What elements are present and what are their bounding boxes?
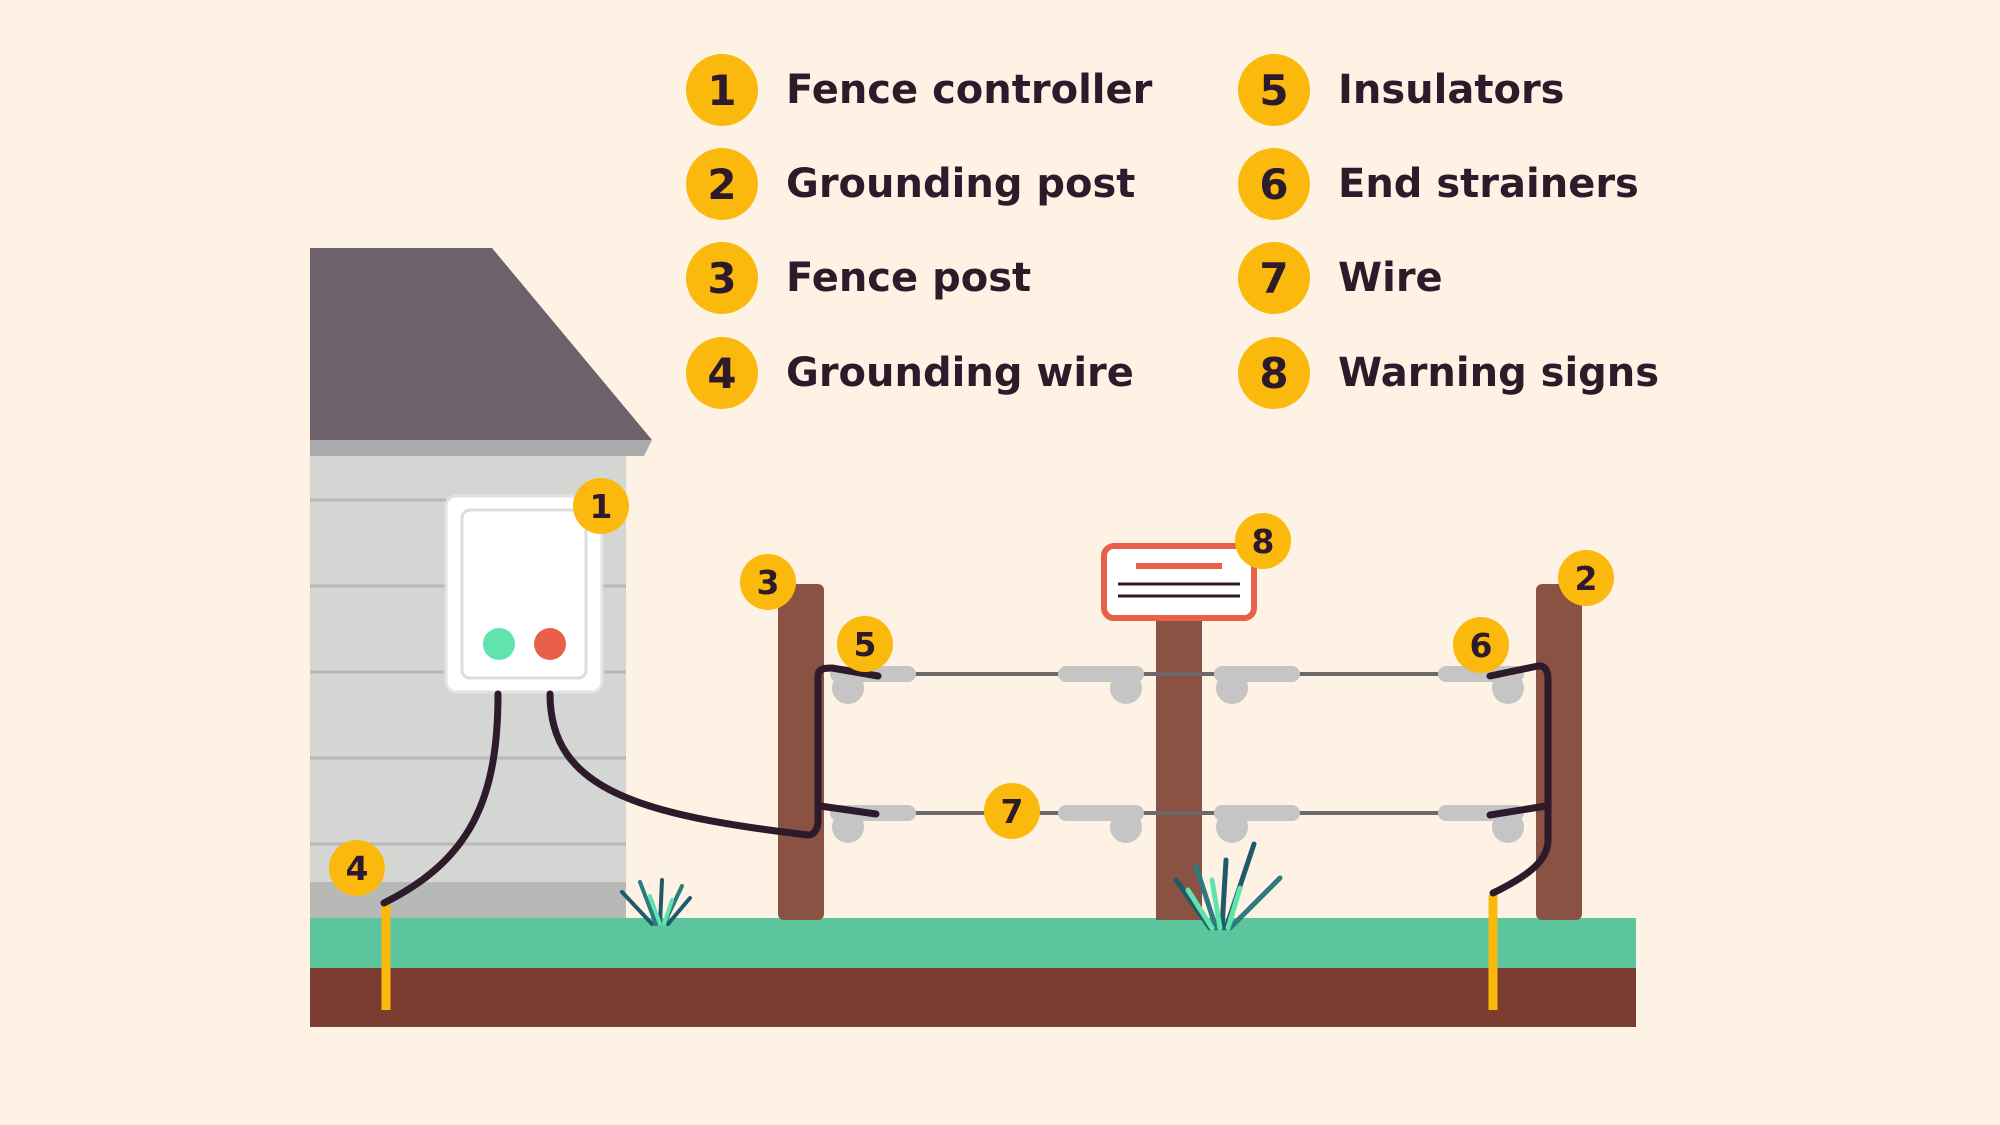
- green-indicator-light: [483, 628, 515, 660]
- svg-text:3: 3: [757, 563, 780, 602]
- legend-label: Fence controller: [786, 67, 1153, 113]
- legend-label: End strainers: [1338, 161, 1639, 207]
- marker-8: 8: [1235, 513, 1291, 569]
- grass-strip: [310, 918, 1636, 968]
- legend-label: Wire: [1338, 255, 1443, 301]
- grounding-rods: [381, 895, 1498, 1010]
- legend-item-end-strainers: 6 End strainers: [1238, 148, 1639, 220]
- legend-number: 4: [686, 337, 758, 409]
- svg-text:5: 5: [854, 625, 877, 664]
- legend-number: 5: [1238, 54, 1310, 126]
- red-indicator-light: [534, 628, 566, 660]
- legend-item-fence-post: 3 Fence post: [686, 242, 1031, 314]
- fence-controller-box-icon: [444, 494, 604, 694]
- legend-number: 1: [686, 54, 758, 126]
- insulator-icon: [1058, 805, 1144, 843]
- shed-roof: [310, 248, 652, 440]
- svg-text:6: 6: [1470, 626, 1493, 665]
- legend-number: 7: [1238, 242, 1310, 314]
- svg-text:1: 1: [590, 487, 613, 526]
- strainer-wire-bottom: [1486, 802, 1550, 819]
- insulator-icon: [1214, 666, 1300, 704]
- legend-item-grounding-wire: 4 Grounding wire: [686, 337, 1134, 409]
- legend-item-wire: 7 Wire: [1238, 242, 1443, 314]
- legend-label: Grounding wire: [786, 350, 1134, 396]
- marker-3: 3: [740, 554, 796, 610]
- legend-label: Insulators: [1338, 67, 1565, 113]
- legend-item-grounding-post: 2 Grounding post: [686, 148, 1135, 220]
- svg-text:7: 7: [1001, 792, 1024, 831]
- fence-post-right: [1536, 584, 1582, 920]
- legend-number: 2: [686, 148, 758, 220]
- marker-6: 6: [1453, 617, 1509, 673]
- grass-tuft-icon: [1173, 841, 1283, 931]
- strainer-wire-right: [1486, 662, 1552, 897]
- fence-post-middle: [1156, 618, 1202, 920]
- insulator-icon: [1058, 666, 1144, 704]
- grass-tuft-icon: [620, 878, 692, 926]
- insulators: [830, 666, 1524, 843]
- marker-2: 2: [1558, 550, 1614, 606]
- svg-text:8: 8: [1252, 522, 1275, 561]
- legend-number: 6: [1238, 148, 1310, 220]
- legend-label: Grounding post: [786, 161, 1136, 207]
- fence-wires: [835, 672, 1512, 815]
- legend-number: 8: [1238, 337, 1310, 409]
- insulator-icon: [1214, 805, 1300, 843]
- legend-item-warning-signs: 8 Warning signs: [1238, 337, 1659, 409]
- svg-text:2: 2: [1575, 559, 1598, 598]
- legend-item-fence-controller: 1 Fence controller: [686, 54, 1152, 126]
- live-wire-bottom-jumper: [816, 802, 880, 818]
- legend-label: Fence post: [786, 255, 1032, 301]
- marker-5: 5: [837, 616, 893, 672]
- soil: [310, 965, 1636, 1027]
- marker-1: 1: [573, 478, 629, 534]
- marker-7: 7: [984, 783, 1040, 839]
- insulator-icon: [1438, 805, 1524, 843]
- marker-4: 4: [329, 840, 385, 896]
- legend-label: Warning signs: [1338, 350, 1660, 396]
- legend-number: 3: [686, 242, 758, 314]
- live-wire-to-fence: [546, 664, 882, 839]
- legend-item-insulators: 5 Insulators: [1238, 54, 1564, 126]
- electrical-wiring: [380, 662, 1552, 907]
- ground: [310, 918, 1636, 1027]
- warning-sign-icon: [1101, 543, 1257, 621]
- shed-eave: [310, 440, 652, 456]
- svg-text:4: 4: [346, 849, 369, 888]
- grounding-wire: [380, 690, 502, 907]
